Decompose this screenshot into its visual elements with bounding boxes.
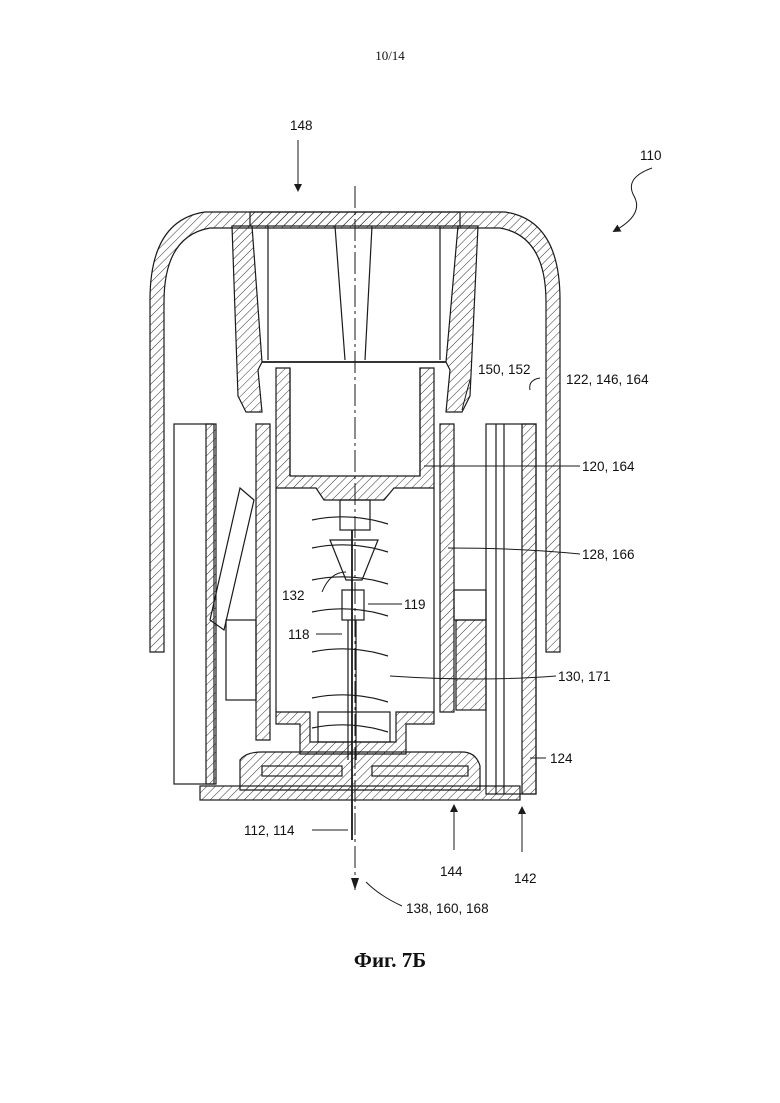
label-144: 144 bbox=[440, 864, 463, 879]
label-119: 119 bbox=[404, 597, 426, 612]
figure-caption: Фиг. 7Б bbox=[0, 948, 780, 973]
axis-arrow bbox=[351, 878, 359, 890]
label-130-171: 130, 171 bbox=[558, 669, 611, 684]
label-138-160-168: 138, 160, 168 bbox=[406, 901, 489, 916]
label-132: 132 bbox=[282, 588, 305, 603]
label-120-164: 120, 164 bbox=[582, 459, 635, 474]
label-128-166: 128, 166 bbox=[582, 547, 635, 562]
label-122-146-164: 122, 146, 164 bbox=[566, 372, 649, 387]
label-142: 142 bbox=[514, 871, 537, 886]
label-124: 124 bbox=[550, 751, 573, 766]
label-148: 148 bbox=[290, 118, 313, 133]
label-118: 118 bbox=[288, 627, 310, 642]
right-side-parts-124 bbox=[454, 424, 536, 794]
base-cap-144 bbox=[200, 752, 520, 800]
label-150-152: 150, 152 bbox=[478, 362, 531, 377]
label-112-114: 112, 114 bbox=[244, 823, 295, 838]
left-side-parts bbox=[174, 424, 256, 784]
spring-130 bbox=[312, 517, 388, 732]
label-110: 110 bbox=[640, 148, 662, 163]
